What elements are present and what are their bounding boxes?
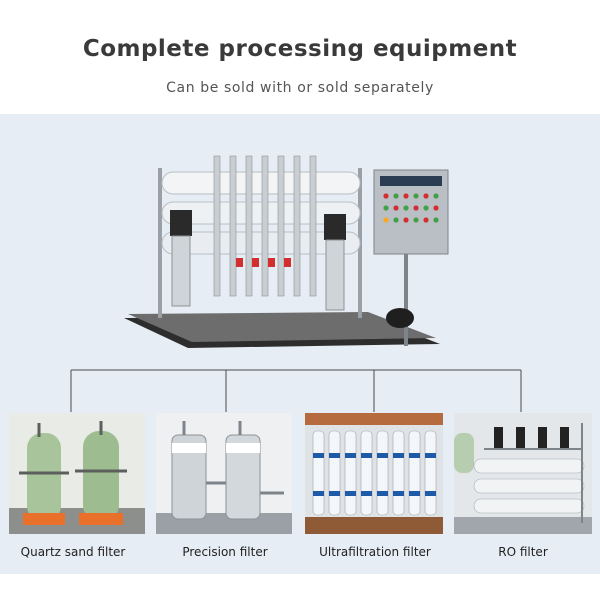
precision-filter-image (156, 413, 292, 534)
header: Complete processing equipment Can be sol… (0, 0, 600, 114)
ro-filter-label: RO filter (498, 545, 548, 559)
precision-filter-label: Precision filter (182, 545, 268, 559)
ultrafiltration-filter-label: Ultrafiltration filter (319, 545, 431, 559)
main-equipment-image (118, 148, 458, 360)
quartz-sand-filter-image (9, 413, 145, 534)
ro-filter-image (454, 413, 592, 534)
page-subtitle: Can be sold with or sold separately (166, 80, 434, 96)
quartz-sand-filter-label: Quartz sand filter (20, 545, 126, 559)
page-title: Complete processing equipment (82, 36, 518, 62)
connector-lines (0, 366, 600, 414)
ultrafiltration-filter-image (305, 413, 443, 534)
